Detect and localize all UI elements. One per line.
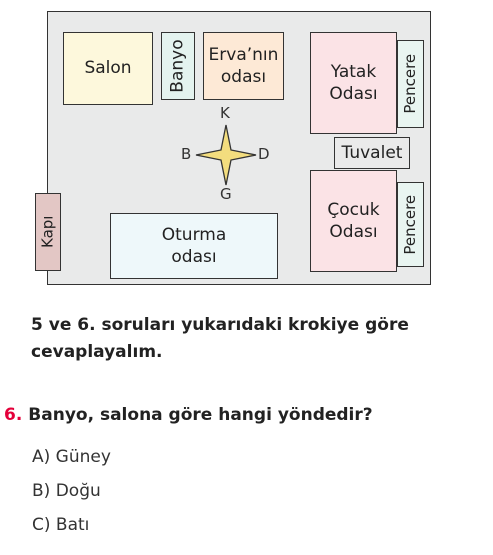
room-tuvalet: Tuvalet xyxy=(334,137,410,169)
room-label: Salon xyxy=(84,58,132,79)
room-label: Çocuk Odası xyxy=(327,199,380,242)
question: 6.Banyo, salona göre hangi yöndedir? xyxy=(4,405,373,425)
door: Kapı xyxy=(35,193,61,271)
question-text: Banyo, salona göre hangi yöndedir? xyxy=(28,405,373,425)
window-top: Pencere xyxy=(397,40,424,128)
window-bottom: Pencere xyxy=(397,182,424,267)
compass-south: G xyxy=(220,185,232,203)
option-a[interactable]: A) Güney xyxy=(32,447,111,467)
room-cocuk-odasi: Çocuk Odası xyxy=(310,170,397,272)
room-label: Oturma odası xyxy=(161,224,227,267)
room-yatak-odasi: Yatak Odası xyxy=(310,32,397,134)
option-b[interactable]: B) Doğu xyxy=(32,481,101,501)
window-label: Pencere xyxy=(400,194,419,255)
room-label: Yatak Odası xyxy=(329,61,378,104)
compass-north: K xyxy=(220,104,230,122)
instruction-text: 5 ve 6. soruları yukarıdaki krokiye göre… xyxy=(31,315,409,362)
compass-star-icon xyxy=(195,124,257,186)
room-label: Tuvalet xyxy=(341,142,403,163)
compass-east: D xyxy=(258,145,270,163)
room-banyo: Banyo xyxy=(161,32,195,100)
floor-plan: Salon Banyo Erva’nın odası Yatak Odası P… xyxy=(35,11,431,285)
room-oturma-odasi: Oturma odası xyxy=(110,213,278,279)
window-label: Pencere xyxy=(400,54,419,114)
room-erva: Erva’nın odası xyxy=(203,32,284,100)
option-c[interactable]: C) Batı xyxy=(32,515,90,535)
room-label: Banyo xyxy=(167,39,188,93)
room-salon: Salon xyxy=(63,32,153,105)
compass-west: B xyxy=(181,145,192,163)
door-label: Kapı xyxy=(38,215,57,249)
compass-rose: K G B D xyxy=(178,104,274,203)
question-number: 6. xyxy=(4,405,23,425)
room-label: Erva’nın odası xyxy=(208,44,279,87)
